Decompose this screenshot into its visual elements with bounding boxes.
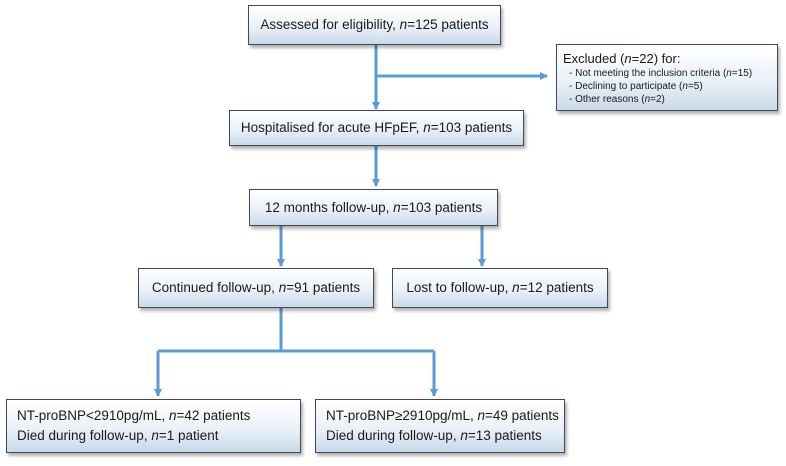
followup-box: 12 months follow-up, n=103 patients — [249, 189, 498, 226]
high-ntprobnp-box: NT-proBNP≥2910pg/mL, n=49 patients Died … — [315, 399, 565, 453]
continued-box: Continued follow-up, n=91 patients — [138, 268, 374, 308]
assessed-box: Assessed for eligibility, n=125 patients — [248, 5, 501, 45]
continued-text: Continued follow-up, n=91 patients — [151, 280, 361, 295]
followup-text: 12 months follow-up, n=103 patients — [264, 199, 483, 215]
excluded-heading: Excluded (n=22) for: — [563, 50, 681, 66]
low-ntprobnp-deaths: Died during follow-up, n=1 patient — [17, 428, 219, 443]
assessed-text: Assessed for eligibility, n=125 patients — [260, 17, 489, 32]
excluded-reason-1: - Not meeting the inclusion criteria (n=… — [569, 67, 753, 79]
low-ntprobnp-box: NT-proBNP<2910pg/mL, n=42 patients Died … — [6, 399, 301, 453]
excluded-box: Excluded (n=22) for: - Not meeting the i… — [556, 44, 778, 111]
high-ntprobnp-deaths: Died during follow-up, n=13 patients — [326, 428, 542, 443]
high-ntprobnp-count: NT-proBNP≥2910pg/mL, n=49 patients — [326, 408, 559, 423]
excluded-reason-3: - Other reasons (n=2) — [569, 93, 665, 105]
hospitalised-box: Hospitalised for acute HFpEF, n=103 pati… — [229, 110, 524, 146]
lost-box: Lost to follow-up, n=12 patients — [392, 268, 608, 308]
excluded-reason-2: - Declining to participate (n=5) — [569, 80, 703, 92]
low-ntprobnp-count: NT-proBNP<2910pg/mL, n=42 patients — [17, 408, 251, 423]
lost-text: Lost to follow-up, n=12 patients — [406, 280, 594, 295]
hospitalised-text: Hospitalised for acute HFpEF, n=103 pati… — [240, 120, 513, 135]
